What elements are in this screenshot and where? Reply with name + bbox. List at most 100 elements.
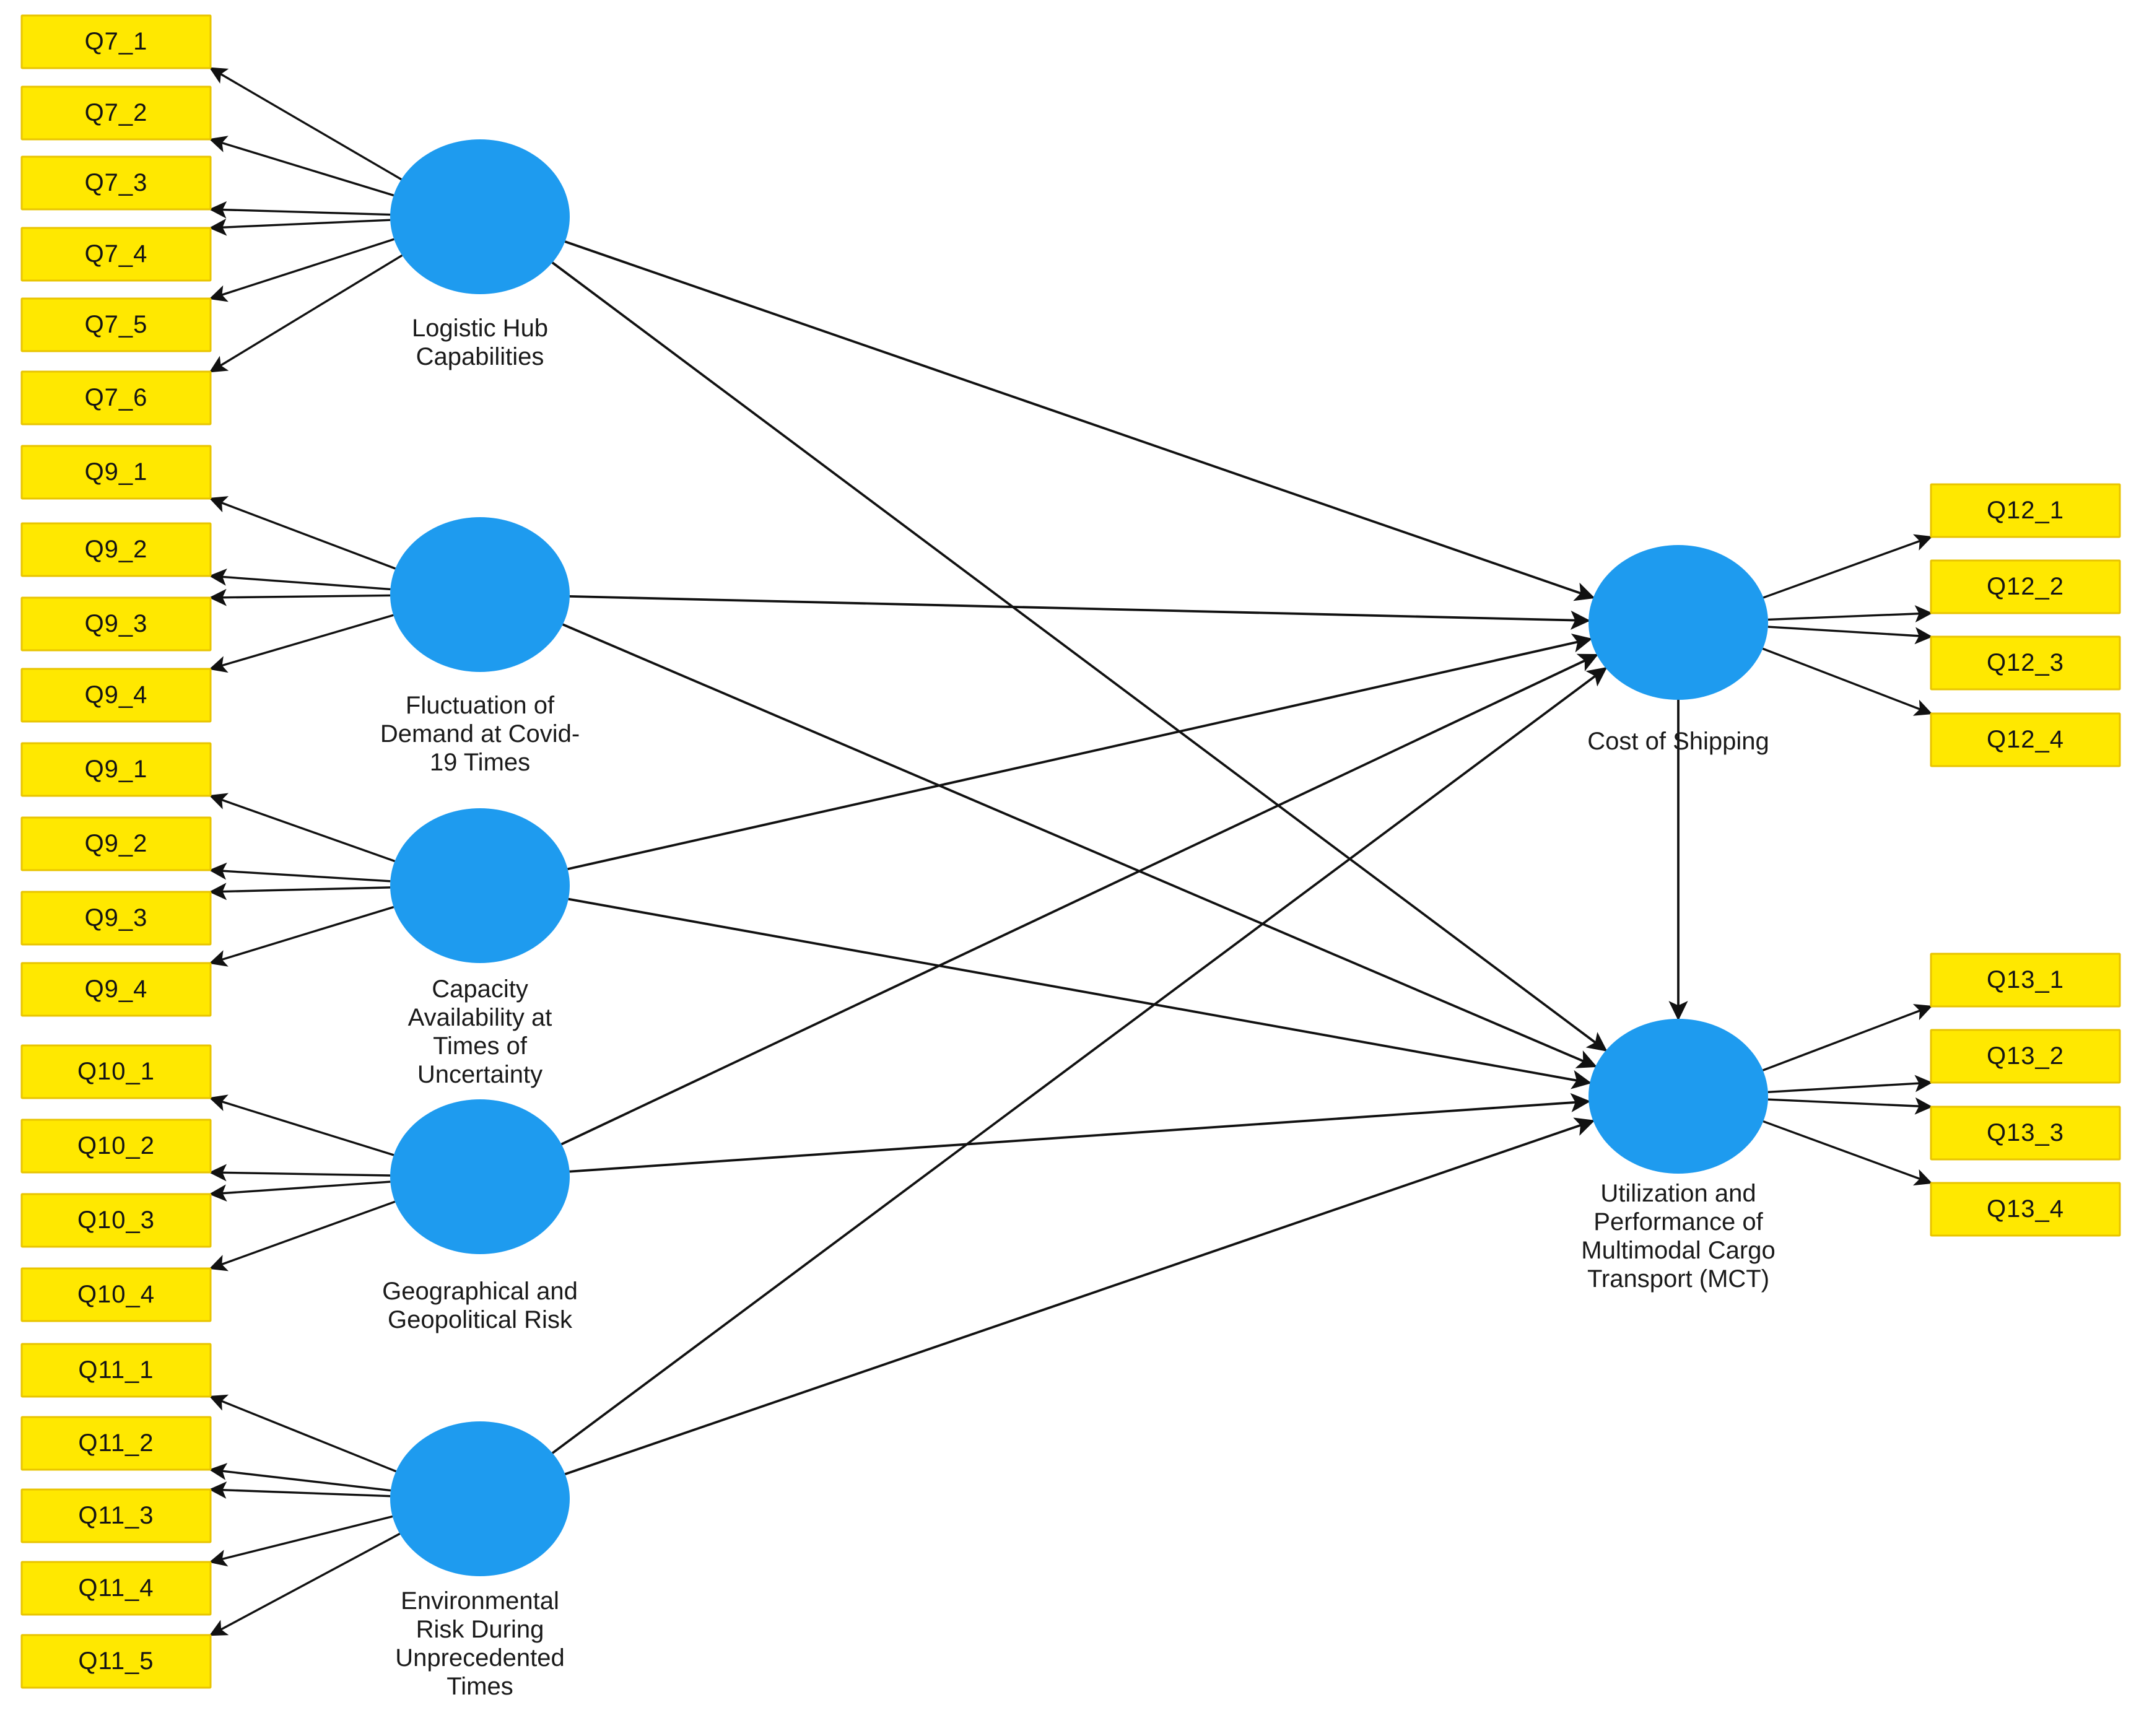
- latent-ellipse: [390, 517, 570, 672]
- indicator-box-Q11_5[interactable]: Q11_5: [20, 1634, 212, 1689]
- indicator-label: Q7_2: [85, 99, 148, 126]
- edges-layer: [209, 67, 1933, 1636]
- indicator-box-Q7_3[interactable]: Q7_3: [20, 155, 212, 211]
- structural-path-capacity-availability-to-cost-of-shipping: [567, 633, 1593, 871]
- indicator-rect: [20, 1267, 212, 1322]
- measurement-path-logistic-hub-capabilities-to-Q7_6: [209, 254, 403, 373]
- indicator-box-Q10_4[interactable]: Q10_4: [20, 1267, 212, 1322]
- indicator-rect: [20, 155, 212, 211]
- indicator-box-Q9_4[interactable]: Q9_4: [20, 668, 212, 723]
- indicator-rect: [20, 14, 212, 69]
- indicator-box-Q7_2[interactable]: Q7_2: [20, 85, 212, 141]
- structural-path-logistic-hub-capabilities-to-utilization-performance-mct: [551, 261, 1608, 1052]
- indicator-box-Q13_2[interactable]: Q13_2: [1930, 1029, 2121, 1084]
- indicator-box-Q9_3[interactable]: Q9_3: [20, 891, 212, 946]
- measurement-path-geographical-geopolitical-risk-to-Q10_3: [209, 1180, 391, 1202]
- indicator-box-Q9_4[interactable]: Q9_4: [20, 962, 212, 1017]
- indicator-box-Q12_3[interactable]: Q12_3: [1930, 635, 2121, 691]
- indicator-box-Q9_2[interactable]: Q9_2: [20, 522, 212, 577]
- indicator-label: Q9_1: [85, 756, 148, 783]
- latent-ellipse: [390, 139, 570, 294]
- structural-path-logistic-hub-capabilities-to-cost-of-shipping: [564, 240, 1595, 601]
- indicator-label: Q12_3: [1987, 649, 2064, 676]
- measurement-path-cost-of-shipping-to-Q12_1: [1763, 534, 1933, 599]
- measurement-path-fluctuation-of-demand-to-Q9_3: [209, 588, 391, 606]
- indicator-rect: [20, 1416, 212, 1471]
- measurement-path-fluctuation-of-demand-to-Q9_2: [209, 568, 391, 591]
- indicator-label: Q11_2: [78, 1429, 154, 1457]
- latent-ellipse: [390, 808, 570, 963]
- indicator-box-Q11_2[interactable]: Q11_2: [20, 1416, 212, 1471]
- indicator-box-Q10_2[interactable]: Q10_2: [20, 1119, 212, 1174]
- latent-ellipse: [1588, 545, 1768, 700]
- structural-path-environmental-risk-to-utilization-performance-mct: [564, 1117, 1595, 1475]
- indicator-box-Q7_6[interactable]: Q7_6: [20, 370, 212, 425]
- indicator-box-Q12_2[interactable]: Q12_2: [1930, 559, 2121, 614]
- indicator-label: Q11_5: [78, 1647, 154, 1675]
- indicator-rect: [20, 85, 212, 141]
- measurement-path-geographical-geopolitical-risk-to-Q10_2: [209, 1164, 391, 1182]
- indicator-label: Q7_3: [85, 169, 148, 196]
- indicator-box-Q9_3[interactable]: Q9_3: [20, 596, 212, 652]
- measurement-path-logistic-hub-capabilities-to-Q7_1: [209, 67, 402, 181]
- indicator-label: Q9_3: [85, 610, 148, 637]
- latent-node-cost-of-shipping[interactable]: Cost of Shipping: [1587, 545, 1769, 755]
- indicator-box-Q13_3[interactable]: Q13_3: [1930, 1106, 2121, 1161]
- indicator-label: Q13_3: [1987, 1119, 2064, 1146]
- indicator-box-Q13_4[interactable]: Q13_4: [1930, 1182, 2121, 1237]
- indicator-label: Q9_4: [85, 681, 148, 709]
- indicator-rect: [20, 891, 212, 946]
- indicator-rect: [20, 596, 212, 652]
- measurement-path-geographical-geopolitical-risk-to-Q10_1: [209, 1094, 394, 1156]
- indicator-box-Q9_1[interactable]: Q9_1: [20, 742, 212, 797]
- indicator-box-Q10_1[interactable]: Q10_1: [20, 1044, 212, 1099]
- indicator-box-Q11_3[interactable]: Q11_3: [20, 1488, 212, 1543]
- indicator-box-Q11_4[interactable]: Q11_4: [20, 1561, 212, 1616]
- measurement-path-logistic-hub-capabilities-to-Q7_2: [209, 136, 394, 197]
- indicator-label: Q9_2: [85, 830, 148, 857]
- indicator-rect: [1930, 712, 2121, 767]
- indicator-box-Q11_1[interactable]: Q11_1: [20, 1343, 212, 1398]
- indicator-rect: [1930, 1029, 2121, 1084]
- indicator-box-Q7_4[interactable]: Q7_4: [20, 227, 212, 282]
- structural-path-capacity-availability-to-utilization-performance-mct: [568, 897, 1592, 1089]
- structural-path-geographical-geopolitical-risk-to-cost-of-shipping: [560, 653, 1599, 1146]
- measurement-path-logistic-hub-capabilities-to-Q7_3: [209, 201, 391, 219]
- indicator-rect: [20, 445, 212, 500]
- measurement-path-geographical-geopolitical-risk-to-Q10_4: [209, 1200, 396, 1271]
- indicator-rect: [20, 370, 212, 425]
- indicator-box-Q9_1[interactable]: Q9_1: [20, 445, 212, 500]
- indicator-rect: [20, 1044, 212, 1099]
- indicator-label: Q10_4: [77, 1281, 155, 1308]
- indicator-box-Q12_4[interactable]: Q12_4: [1930, 712, 2121, 767]
- indicator-label: Q12_2: [1987, 573, 2064, 600]
- indicator-label: Q10_3: [77, 1206, 155, 1234]
- indicator-box-Q10_3[interactable]: Q10_3: [20, 1193, 212, 1248]
- indicator-rect: [20, 1634, 212, 1689]
- indicator-box-Q7_1[interactable]: Q7_1: [20, 14, 212, 69]
- measurement-path-utilization-performance-mct-to-Q13_4: [1763, 1120, 1933, 1186]
- indicator-rect: [20, 227, 212, 282]
- measurement-path-logistic-hub-capabilities-to-Q7_5: [209, 238, 394, 302]
- indicator-box-Q12_1[interactable]: Q12_1: [1930, 483, 2121, 538]
- measurement-path-cost-of-shipping-to-Q12_3: [1767, 626, 1933, 645]
- indicator-box-Q7_5[interactable]: Q7_5: [20, 297, 212, 352]
- indicator-box-Q13_1[interactable]: Q13_1: [1930, 953, 2121, 1008]
- measurement-path-environmental-risk-to-Q11_2: [209, 1463, 391, 1492]
- indicator-box-Q9_2[interactable]: Q9_2: [20, 816, 212, 871]
- measurement-path-utilization-performance-mct-to-Q13_2: [1767, 1075, 1933, 1093]
- indicator-rect: [20, 1561, 212, 1616]
- structural-path-environmental-risk-to-cost-of-shipping: [551, 666, 1608, 1454]
- indicator-label: Q11_4: [78, 1574, 154, 1602]
- indicator-rect: [20, 1119, 212, 1174]
